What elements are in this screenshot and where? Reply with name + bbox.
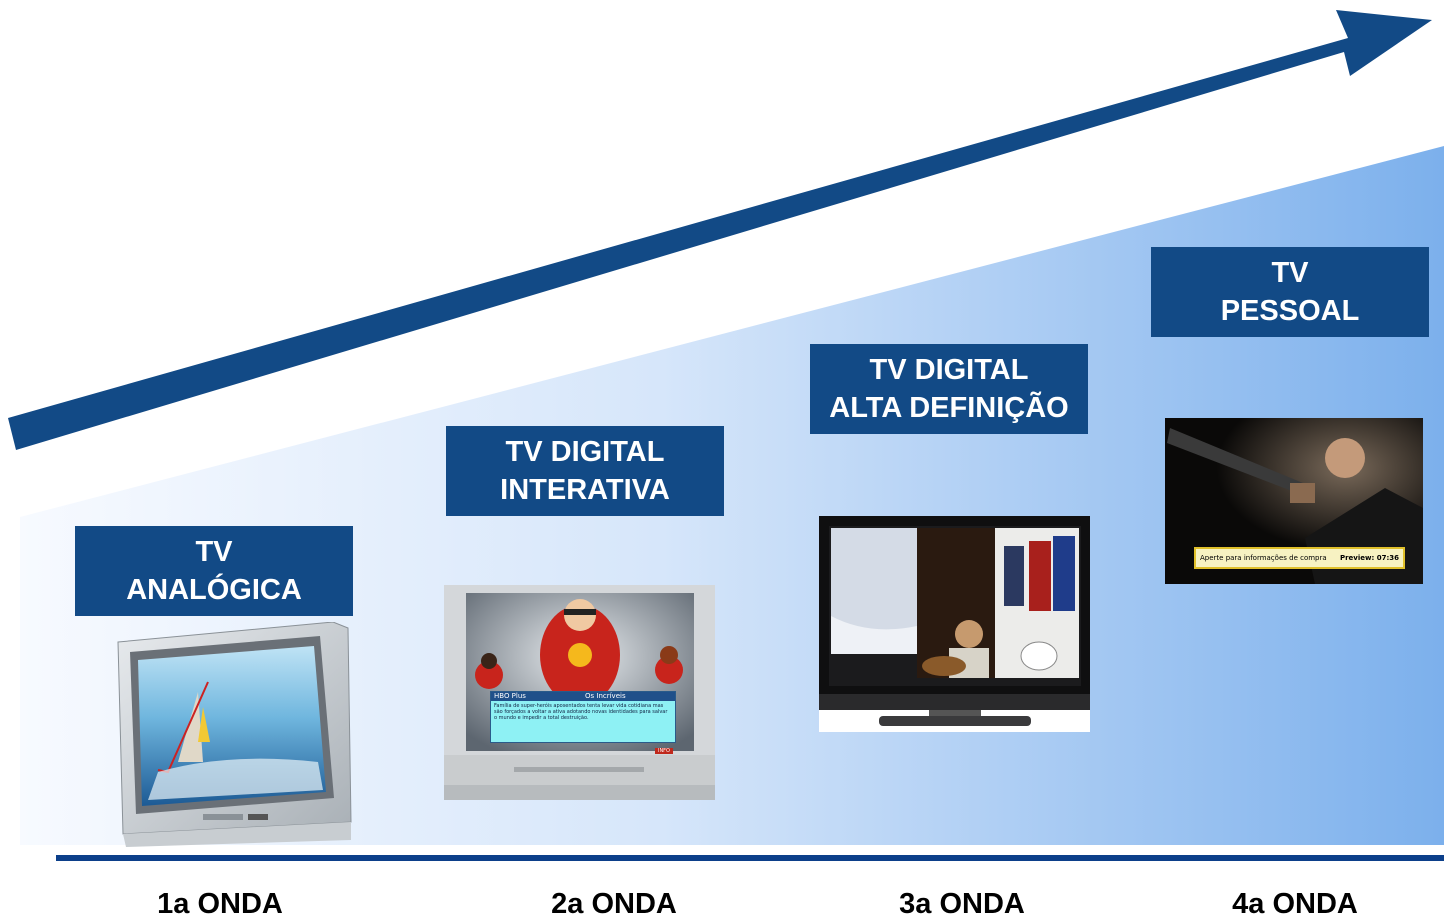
analog-tv-image <box>108 622 355 847</box>
overlay-program: Os Incríveis <box>585 692 626 700</box>
stage-1-line-1: TV <box>195 536 233 568</box>
wave-3-label: 3a ONDA <box>899 888 1025 920</box>
stage-3-line-1: TV DIGITAL <box>869 354 1029 386</box>
stage-4-line-1: TV <box>1271 257 1309 289</box>
purchase-prompt: Aperte para informações de compra <box>1200 554 1327 562</box>
stage-4-label: TV PESSOAL <box>1151 247 1429 337</box>
baseline <box>56 855 1444 861</box>
wave-4-label: 4a ONDA <box>1232 888 1358 920</box>
overlay-channel: HBO Plus <box>494 692 526 700</box>
wave-2-label: 2a ONDA <box>551 888 677 920</box>
preview-timer: Preview: 07:36 <box>1339 554 1399 562</box>
stage-1-label: TV ANALÓGICA <box>75 526 353 616</box>
interactive-overlay: HBO Plus Os Incríveis Família de super-h… <box>490 691 676 754</box>
stage-3-line-2: ALTA DEFINIÇÃO <box>829 392 1069 424</box>
stage-1-line-2: ANALÓGICA <box>126 574 302 606</box>
growth-arrow <box>8 10 1432 450</box>
personal-tv-image: Aperte para informações de compra Previe… <box>1165 418 1423 584</box>
stage-2-line-1: TV DIGITAL <box>505 436 665 468</box>
overlay-info-button[interactable]: INFO <box>654 748 673 754</box>
personal-overlay: Aperte para informações de compra Previe… <box>1194 547 1405 569</box>
stage-4-line-2: PESSOAL <box>1220 295 1360 327</box>
stage-2-line-2: INTERATIVA <box>500 474 670 506</box>
wave-1-label: 1a ONDA <box>157 888 283 920</box>
hd-flat-tv-image <box>819 516 1090 732</box>
overlay-description: Família de super-heróis aposentados tent… <box>494 703 668 721</box>
stage-2-label: TV DIGITAL INTERATIVA <box>446 426 724 516</box>
stage-3-label: TV DIGITAL ALTA DEFINIÇÃO <box>810 344 1088 434</box>
interactive-tv-image: HBO Plus Os Incríveis Família de super-h… <box>444 585 715 800</box>
